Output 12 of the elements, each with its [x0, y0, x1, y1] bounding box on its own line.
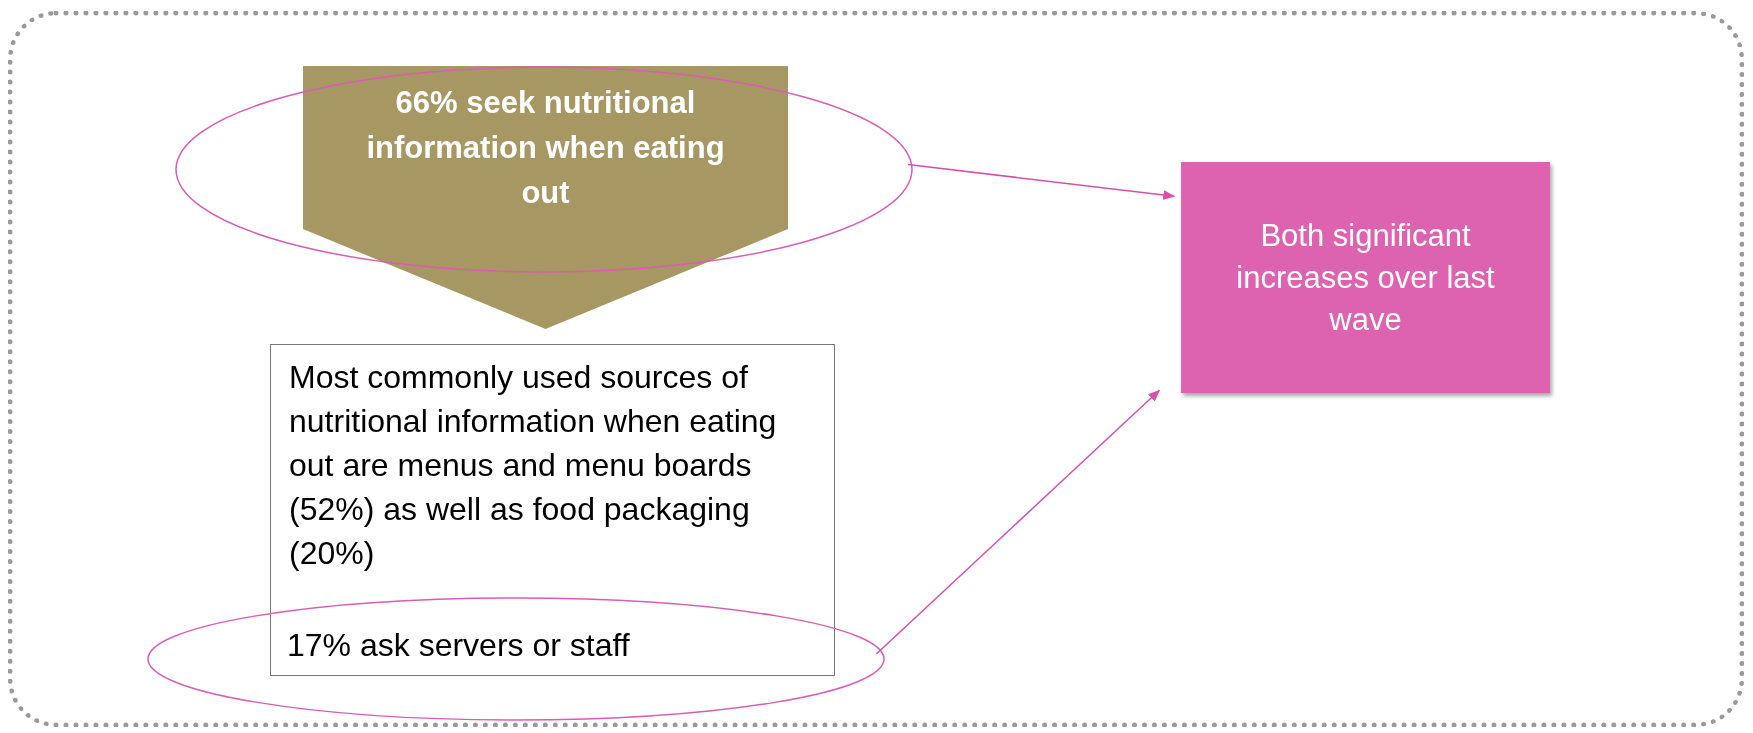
box-text: Most commonly used sources of nutritional information when eating out are menus and menu boards (52%) as well as food packaging (20%): [289, 358, 778, 573]
box-text: Both significant increases over last wave: [1235, 216, 1496, 339]
arrow: [875, 389, 1161, 655]
highlighted-text: 17% ask servers or staff: [287, 626, 630, 665]
highlight-box: [1181, 162, 1550, 393]
down-arrow-callout: [303, 66, 788, 329]
callout-text: 66% seek nutritional information when eating out: [365, 84, 726, 212]
highlight-ellipse: [175, 66, 913, 273]
arrow: [907, 163, 1176, 200]
highlight-ellipse: [147, 597, 885, 721]
dashed-frame: [8, 11, 1744, 727]
text-box: [270, 344, 835, 676]
